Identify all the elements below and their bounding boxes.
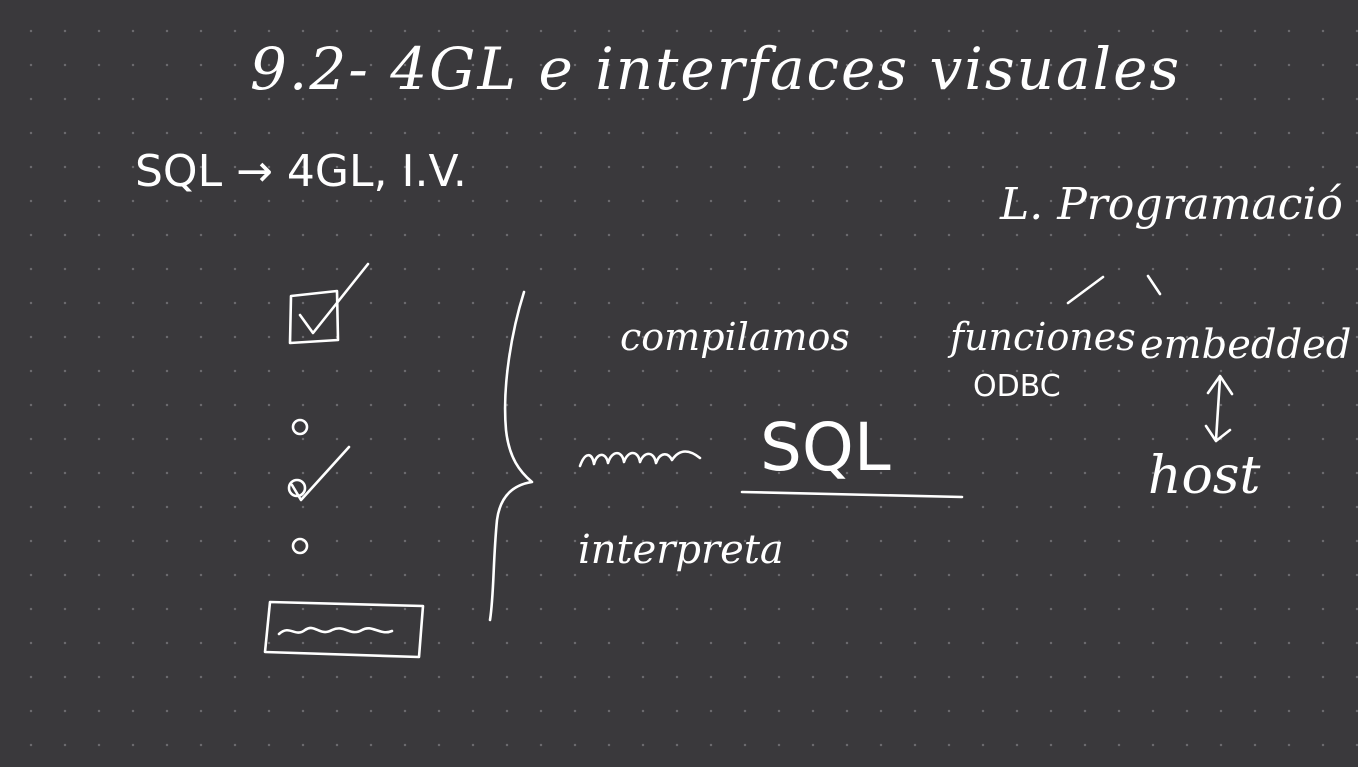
- note-compilamos: compilamos: [620, 315, 850, 359]
- note-host: host: [1148, 446, 1261, 506]
- radio-checked-icon: [287, 445, 351, 502]
- squiggle-mark: [578, 450, 702, 468]
- double-arrow-icon: [1204, 374, 1234, 443]
- curly-brace-icon: [488, 290, 534, 622]
- note-sql-4gl: SQL → 4GL, I.V.: [135, 146, 467, 197]
- note-programacion: L. Programació: [1000, 179, 1343, 230]
- radio-empty-icon: [291, 418, 309, 436]
- note-title: 9.2- 4GL e interfaces visuales: [250, 35, 1182, 103]
- checked-checkbox-icon: [288, 262, 370, 345]
- note-odbc: ODBC: [973, 369, 1061, 404]
- text-field-icon: [263, 600, 425, 659]
- branch-left: [1066, 275, 1105, 305]
- note-interpreta: interpreta: [578, 527, 784, 573]
- radio-empty-icon: [291, 537, 309, 555]
- note-embedded: embedded: [1140, 322, 1352, 368]
- note-funciones: funciones: [950, 315, 1136, 359]
- note-sql: SQL: [760, 409, 891, 486]
- branch-right: [1146, 274, 1162, 296]
- sql-underline: [740, 490, 964, 499]
